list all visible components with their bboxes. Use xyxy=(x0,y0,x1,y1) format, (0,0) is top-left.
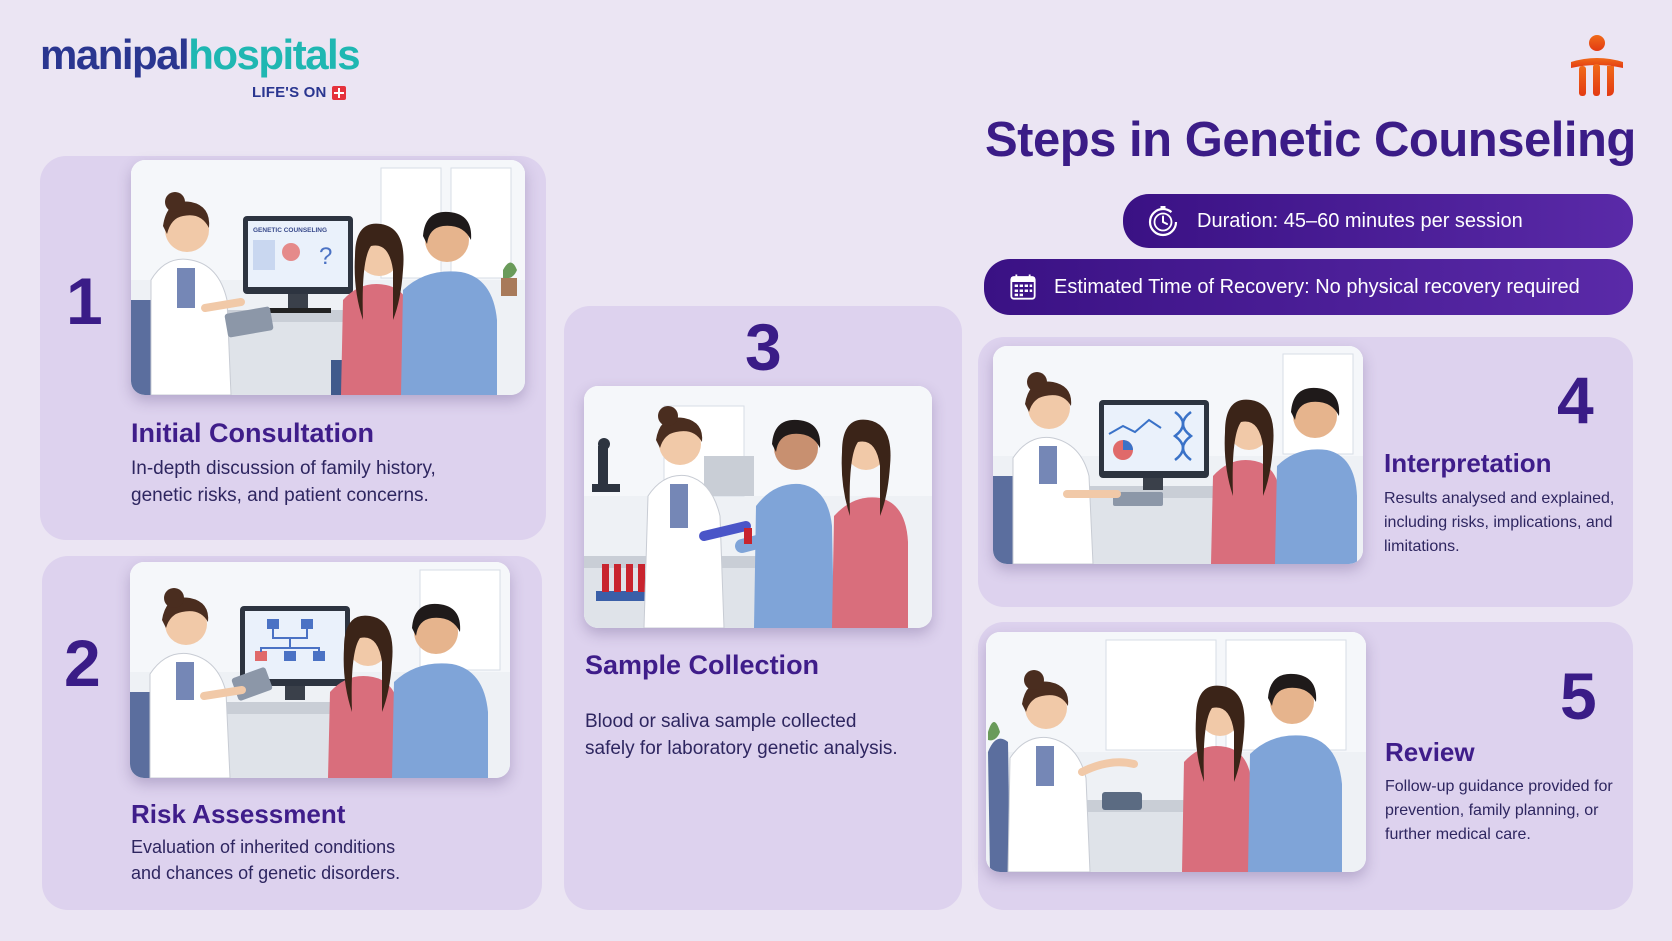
step-title-2: Risk Assessment xyxy=(131,799,346,829)
step-desc-5-line-3: further medical care. xyxy=(1385,826,1531,843)
consultation-scene: GENETIC COUNSELING ? xyxy=(131,160,525,395)
step-desc-1: In-depth discussion of family history, g… xyxy=(131,455,531,509)
logo-tagline: LIFE'S ON xyxy=(252,84,346,101)
risk-assessment-scene xyxy=(130,562,510,778)
step-desc-5: Follow-up guidance provided for preventi… xyxy=(1385,775,1633,847)
step-title-1: Initial Consultation xyxy=(131,418,374,448)
step-title-3: Sample Collection xyxy=(585,650,820,680)
logo-part-manipal: manipal xyxy=(40,31,190,78)
step-desc-3-line-2: safely for laboratory genetic analysis. xyxy=(585,738,898,759)
step-desc-2-line-2: and chances of genetic disorders. xyxy=(131,863,401,883)
duration-text: Duration: 45–60 minutes per session xyxy=(1197,209,1523,232)
step-number-2: 2 xyxy=(64,626,101,700)
sample-collection-scene xyxy=(584,386,932,628)
consultation-illustration: GENETIC COUNSELING ? xyxy=(131,160,525,395)
step-desc-3: Blood or saliva sample collected safely … xyxy=(585,708,955,762)
calendar-icon xyxy=(1010,274,1036,300)
step-desc-2-line-1: Evaluation of inherited conditions xyxy=(131,837,396,857)
step-desc-1-line-1: In-depth discussion of family history, xyxy=(131,458,436,479)
screen-heading: GENETIC COUNSELING xyxy=(253,227,327,234)
microscope-shape xyxy=(592,438,620,492)
logo-part-hospitals: hospitals xyxy=(188,31,360,78)
step-desc-3-line-1: Blood or saliva sample collected xyxy=(585,711,857,732)
brand-figure-icon xyxy=(1571,35,1623,96)
risk-assessment-illustration xyxy=(130,562,510,778)
step-number-5: 5 xyxy=(1560,659,1597,733)
step-number-3: 3 xyxy=(745,310,782,384)
recovery-pill: Estimated Time of Recovery: No physical … xyxy=(984,259,1633,315)
stopwatch-icon xyxy=(1148,206,1178,237)
interpretation-illustration xyxy=(993,346,1363,564)
step-desc-4-line-1: Results analysed and explained, xyxy=(1384,490,1615,507)
page-title: Steps in Genetic Counseling xyxy=(985,113,1636,167)
review-scene xyxy=(986,632,1366,872)
step-title-5: Review xyxy=(1385,737,1475,767)
step-desc-4: Results analysed and explained, includin… xyxy=(1384,487,1632,559)
review-illustration xyxy=(986,632,1366,872)
logo-wordmark: manipalhospitals xyxy=(40,30,361,80)
step-title-4: Interpretation xyxy=(1384,448,1552,478)
red-cross-icon xyxy=(331,85,346,100)
sample-collection-illustration xyxy=(584,386,932,628)
step-number-1: 1 xyxy=(66,264,103,338)
interpretation-scene xyxy=(993,346,1363,564)
step-number-4: 4 xyxy=(1557,363,1594,437)
step-desc-5-line-1: Follow-up guidance provided for xyxy=(1385,778,1613,795)
duration-pill: Duration: 45–60 minutes per session xyxy=(1123,194,1633,248)
step-desc-4-line-3: limitations. xyxy=(1384,538,1460,555)
tagline-text: LIFE'S ON xyxy=(252,84,327,101)
step-desc-4-line-2: including risks, implications, and xyxy=(1384,514,1613,531)
step-desc-2: Evaluation of inherited conditions and c… xyxy=(131,834,511,886)
step-desc-1-line-2: genetic risks, and patient concerns. xyxy=(131,485,429,506)
step-desc-5-line-2: prevention, family planning, or xyxy=(1385,802,1599,819)
svg-text:?: ? xyxy=(319,243,332,270)
recovery-text: Estimated Time of Recovery: No physical … xyxy=(1054,275,1580,298)
